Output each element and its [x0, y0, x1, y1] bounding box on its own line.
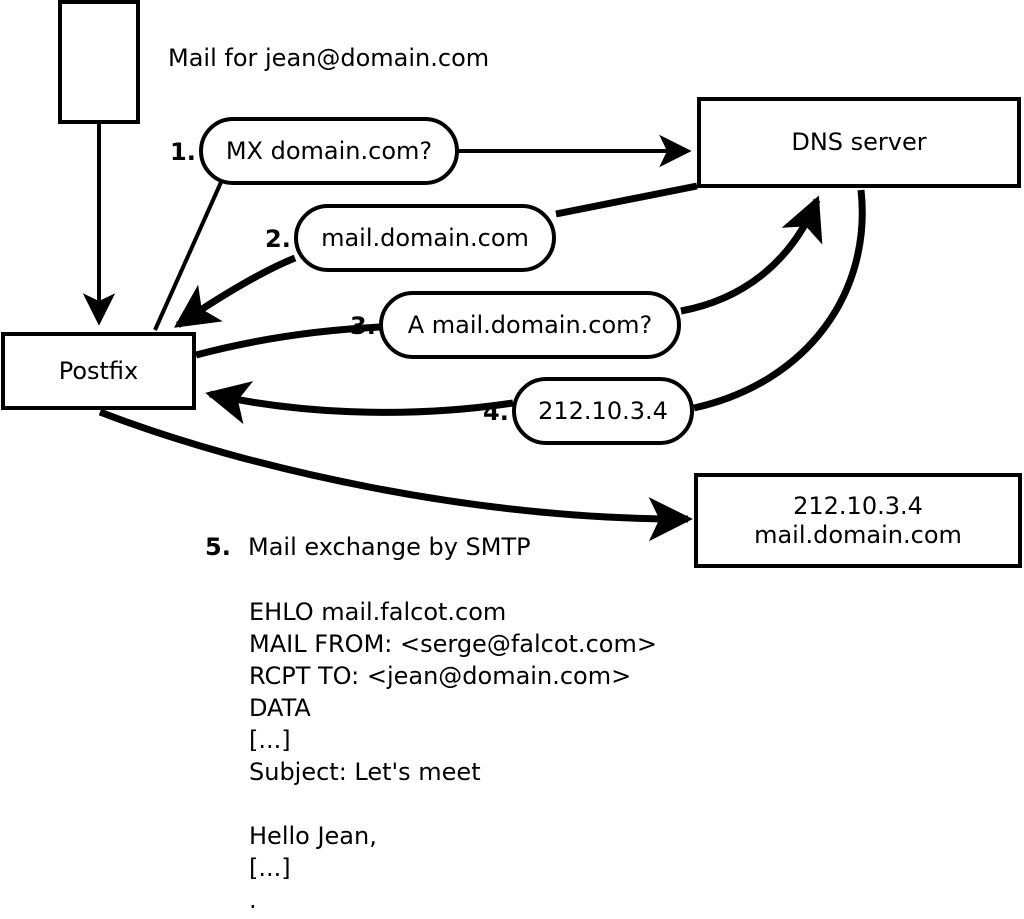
connector-step2-to-postfix — [173, 254, 297, 328]
step5-number: 5. — [205, 533, 231, 561]
step4-bubble-label: 212.10.3.4 — [538, 397, 668, 425]
connector-step4-to-postfix — [205, 381, 514, 425]
connector-step1-tail — [153, 179, 224, 331]
connector-postfix-to-target — [98, 408, 693, 542]
transcript-line: DATA — [249, 694, 311, 722]
transcript-line: MAIL FROM: <serge@falcot.com> — [249, 630, 657, 658]
step1-bubble-label: MX domain.com? — [225, 137, 433, 165]
step2-number: 2. — [265, 225, 291, 253]
transcript-line: RCPT TO: <jean@domain.com> — [249, 662, 632, 690]
postfix-label: Postfix — [58, 356, 139, 385]
connector-postfix-to-step3 — [195, 323, 381, 359]
target-host-label: mail.domain.com — [754, 520, 962, 549]
transcript-line: Subject: Let's meet — [249, 758, 481, 786]
step1-bubble: MX domain.com? — [199, 117, 459, 185]
step3-bubble-label: A mail.domain.com? — [407, 311, 653, 339]
step3-number: 3. — [350, 312, 376, 340]
mail-for-label: Mail for jean@domain.com — [168, 44, 490, 72]
step4-number: 4. — [483, 398, 509, 426]
sender-box — [58, 0, 140, 124]
transcript-line: [...] — [249, 726, 291, 754]
step5-label: Mail exchange by SMTP — [248, 533, 531, 561]
step4-bubble: 212.10.3.4 — [512, 377, 694, 445]
dns-server-box: DNS server — [697, 97, 1021, 188]
step2-bubble: mail.domain.com — [294, 204, 556, 272]
transcript-line: Hello Jean, — [249, 822, 377, 850]
transcript-line: EHLO mail.falcot.com — [249, 598, 507, 626]
connector-dns-to-step4 — [693, 189, 866, 412]
connector-step3-to-dns — [680, 195, 823, 315]
dns-server-label: DNS server — [791, 128, 927, 157]
step3-bubble: A mail.domain.com? — [379, 291, 681, 359]
connector-dns-to-step2 — [555, 182, 698, 218]
step1-number: 1. — [170, 138, 196, 166]
transcript-line: . — [249, 886, 257, 914]
smtp-transcript: EHLO mail.falcot.com MAIL FROM: <serge@f… — [249, 600, 657, 919]
transcript-line — [249, 792, 657, 824]
target-ip-label: 212.10.3.4 — [793, 492, 923, 521]
step2-bubble-label: mail.domain.com — [321, 224, 529, 252]
postfix-box: Postfix — [1, 332, 196, 410]
transcript-line: [...] — [249, 854, 291, 882]
target-mail-server-box: 212.10.3.4 mail.domain.com — [694, 473, 1022, 568]
